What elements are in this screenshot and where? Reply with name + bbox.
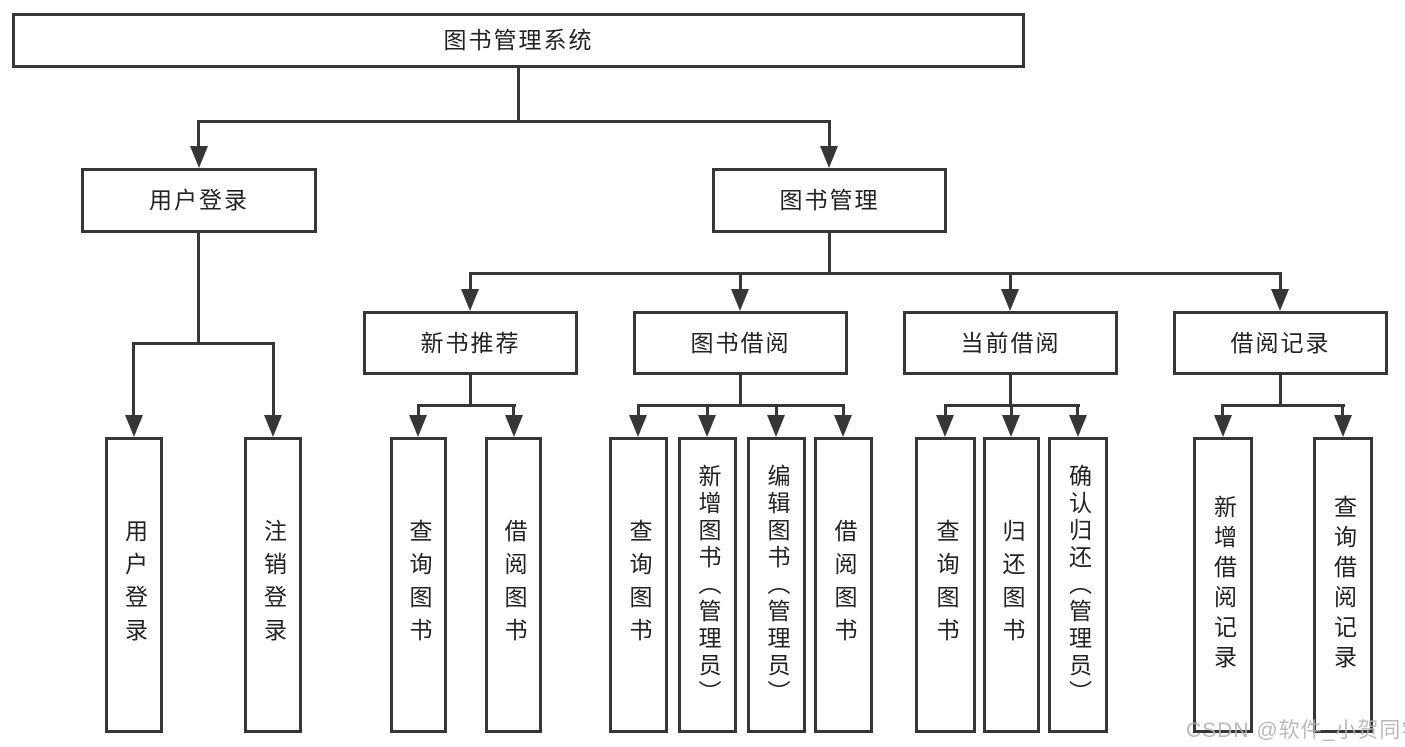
connector-segment <box>637 404 845 407</box>
leaf-edit-book-admin: 编辑图书（管理员） <box>747 437 806 733</box>
connector-segment <box>739 272 742 292</box>
node-book-management-label: 图书管理 <box>779 187 880 213</box>
node-root-label: 图书管理系统 <box>443 27 594 53</box>
arrow-down-icon <box>698 415 716 437</box>
leaf-edit-book-admin-label: 编辑图书（管理员） <box>764 463 790 707</box>
leaf-logout-label: 注销登录 <box>260 519 287 651</box>
connector-segment <box>828 120 831 148</box>
connector-segment <box>1279 272 1282 292</box>
connector-segment <box>775 404 778 419</box>
arrow-down-icon <box>409 415 427 437</box>
arrow-down-icon <box>1069 415 1087 437</box>
connector-segment <box>132 342 135 417</box>
leaf-user-login-label: 用户登录 <box>121 519 148 651</box>
arrow-down-icon <box>731 289 749 311</box>
arrow-down-icon <box>190 146 208 168</box>
leaf-query-borrow-record: 查询借阅记录 <box>1313 437 1373 733</box>
connector-segment <box>197 120 200 148</box>
leaf-borrow-books-recommend: 借阅图书 <box>485 437 542 733</box>
connector-segment <box>1076 404 1079 419</box>
leaf-return-book: 归还图书 <box>983 437 1040 733</box>
connector-segment <box>469 272 472 292</box>
node-user-login-label: 用户登录 <box>149 187 249 213</box>
connector-segment <box>944 404 947 419</box>
leaf-return-book-label: 归还图书 <box>999 519 1025 651</box>
connector-segment <box>417 404 516 407</box>
leaf-add-book-admin-label: 新增图书（管理员） <box>695 463 721 707</box>
arrow-down-icon <box>505 415 523 437</box>
node-book-borrow-label: 图书借阅 <box>690 329 791 356</box>
arrow-down-icon <box>1214 415 1232 437</box>
arrow-down-icon <box>1334 415 1352 437</box>
arrow-down-icon <box>767 415 785 437</box>
arrow-down-icon <box>936 415 954 437</box>
node-book-management: 图书管理 <box>712 168 947 233</box>
connector-segment <box>469 375 472 407</box>
node-new-book-recommend-label: 新书推荐 <box>420 329 521 356</box>
connector-segment <box>842 404 845 419</box>
leaf-query-books-recommend: 查询图书 <box>390 437 447 733</box>
leaf-add-book-admin: 新增图书（管理员） <box>678 437 737 733</box>
leaf-query-books-recommend-label: 查询图书 <box>406 519 432 651</box>
leaf-borrow-books: 借阅图书 <box>814 437 873 733</box>
node-new-book-recommend: 新书推荐 <box>363 311 578 375</box>
connector-segment <box>132 342 274 345</box>
arrow-down-icon <box>1271 289 1289 311</box>
node-root: 图书管理系统 <box>12 13 1025 68</box>
node-book-borrow: 图书借阅 <box>633 311 848 375</box>
leaf-query-borrow-record-label: 查询借阅记录 <box>1330 495 1357 675</box>
leaf-user-login: 用户登录 <box>105 437 163 733</box>
watermark-text: CSDN @软件_小贺同学 <box>1186 719 1405 742</box>
leaf-borrow-books-recommend-label: 借阅图书 <box>501 519 527 651</box>
connector-segment <box>197 233 200 345</box>
node-user-login: 用户登录 <box>81 168 317 233</box>
connector-segment <box>1009 375 1012 407</box>
leaf-query-books-current-label: 查询图书 <box>933 519 959 651</box>
connector-segment <box>637 404 640 419</box>
connector-segment <box>739 375 742 407</box>
arrow-down-icon <box>820 146 838 168</box>
connector-segment <box>517 68 520 123</box>
connector-segment <box>706 404 709 419</box>
connector-segment <box>1009 272 1012 292</box>
leaf-logout: 注销登录 <box>244 437 302 733</box>
node-borrow-records-label: 借阅记录 <box>1230 329 1331 356</box>
arrow-down-icon <box>1002 415 1020 437</box>
arrow-down-icon <box>125 415 143 437</box>
connector-segment <box>272 342 275 417</box>
connector-segment <box>1341 404 1344 419</box>
connector-segment <box>1221 404 1345 407</box>
leaf-borrow-books-label: 借阅图书 <box>831 519 857 651</box>
connector-segment <box>1279 375 1282 407</box>
leaf-query-books-current: 查询图书 <box>915 437 976 733</box>
node-current-borrow: 当前借阅 <box>903 311 1118 375</box>
node-current-borrow-label: 当前借阅 <box>960 329 1061 356</box>
arrow-down-icon <box>264 415 282 437</box>
arrow-down-icon <box>834 415 852 437</box>
leaf-confirm-return-admin-label: 确认归还（管理员） <box>1065 463 1092 707</box>
arrow-down-icon <box>461 289 479 311</box>
node-borrow-records: 借阅记录 <box>1173 311 1388 375</box>
connector-segment <box>469 272 1282 275</box>
leaf-add-borrow-record-label: 新增借阅记录 <box>1210 495 1237 675</box>
leaf-query-books-borrow: 查询图书 <box>609 437 668 733</box>
arrow-down-icon <box>629 415 647 437</box>
leaf-add-borrow-record: 新增借阅记录 <box>1193 437 1253 733</box>
connector-segment <box>197 120 831 123</box>
leaf-confirm-return-admin: 确认归还（管理员） <box>1048 437 1108 733</box>
connector-segment <box>1221 404 1224 419</box>
leaf-query-books-borrow-label: 查询图书 <box>626 519 652 651</box>
connector-segment <box>1010 404 1013 419</box>
arrow-down-icon <box>1001 289 1019 311</box>
connector-segment <box>417 404 420 419</box>
connector-segment <box>512 404 515 419</box>
connector-segment <box>828 233 831 275</box>
